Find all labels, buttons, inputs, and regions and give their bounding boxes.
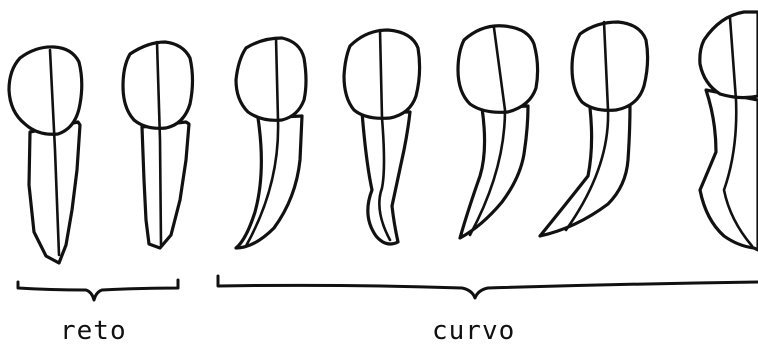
tooth-curved-3-root <box>236 116 302 248</box>
tooth-straight-1 <box>9 47 82 263</box>
tooth-curved-4 <box>344 30 420 244</box>
tooth-curved-6 <box>540 22 648 236</box>
tooth-curved-6-root <box>540 106 630 236</box>
tooth-curved-5-root <box>460 106 528 238</box>
bracket-straight <box>18 280 178 300</box>
tooth-straight-2-root <box>142 122 189 248</box>
tooth-curved-4-root <box>362 112 410 244</box>
tooth-curved-7 <box>700 12 758 250</box>
bracket-curved <box>218 276 758 298</box>
tooth-curved-5-crown <box>458 26 538 113</box>
tooth-straight-1-crown <box>9 47 82 134</box>
tooth-curved-3 <box>236 38 306 248</box>
tooth-curved-6-crown <box>572 22 648 110</box>
tooth-straight-2 <box>123 42 193 248</box>
tooth-curved-7-crown <box>700 12 758 98</box>
label-curved-group: curvo <box>432 318 515 344</box>
tooth-curved-3-crown <box>236 38 306 120</box>
label-straight-group: reto <box>60 318 127 344</box>
tooth-curved-5 <box>458 26 538 238</box>
